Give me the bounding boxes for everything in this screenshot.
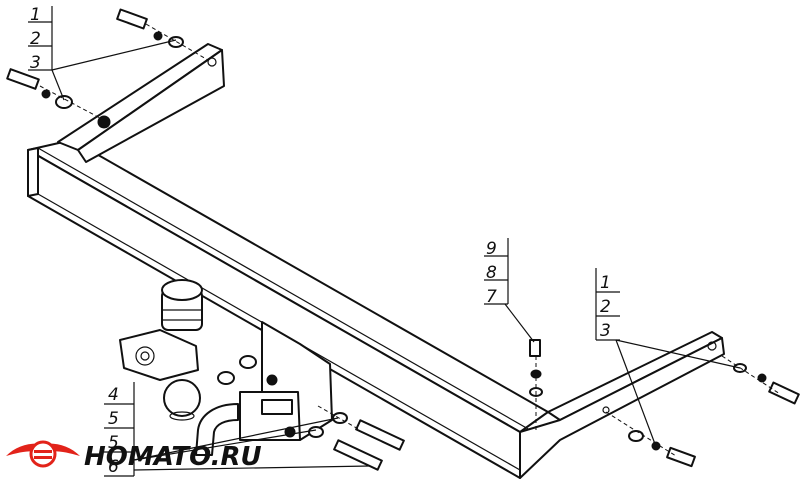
callouts-right: 1 2 3 (600, 273, 611, 341)
callout-label: 7 (486, 287, 497, 307)
callout-label: 1 (30, 5, 41, 25)
callout-label: 3 (30, 53, 41, 73)
leader-lines (28, 6, 741, 477)
callout-label: 8 (486, 263, 497, 283)
tow-ball-mount (163, 321, 333, 456)
fasteners-top-left (6, 8, 209, 119)
left-side-bracket (57, 43, 225, 163)
logo-text: HOMATO.RU (84, 442, 262, 472)
callouts-bottom-left: 4 5 5 6 (108, 385, 119, 477)
main-crossbeam (27, 139, 549, 479)
callouts-center: 9 8 7 (486, 239, 497, 307)
callout-label: 2 (30, 29, 41, 49)
logo-emblem-icon (6, 440, 80, 468)
fasteners-bottom (217, 355, 405, 471)
callout-label: 5 (108, 409, 119, 429)
callout-label: 3 (600, 321, 611, 341)
callout-label: 6 (108, 457, 119, 477)
callouts-top-left: 1 2 3 (30, 5, 41, 73)
callout-label: 4 (108, 385, 119, 405)
electrical-socket (119, 279, 203, 381)
callout-label: 1 (600, 273, 611, 293)
callout-label: 9 (486, 239, 497, 259)
homato-logo: HOMATO.RU (6, 440, 262, 472)
callout-label: 2 (600, 297, 611, 317)
fasteners-right (605, 355, 800, 468)
callout-label: 5 (108, 433, 119, 453)
fasteners-center (529, 339, 543, 430)
